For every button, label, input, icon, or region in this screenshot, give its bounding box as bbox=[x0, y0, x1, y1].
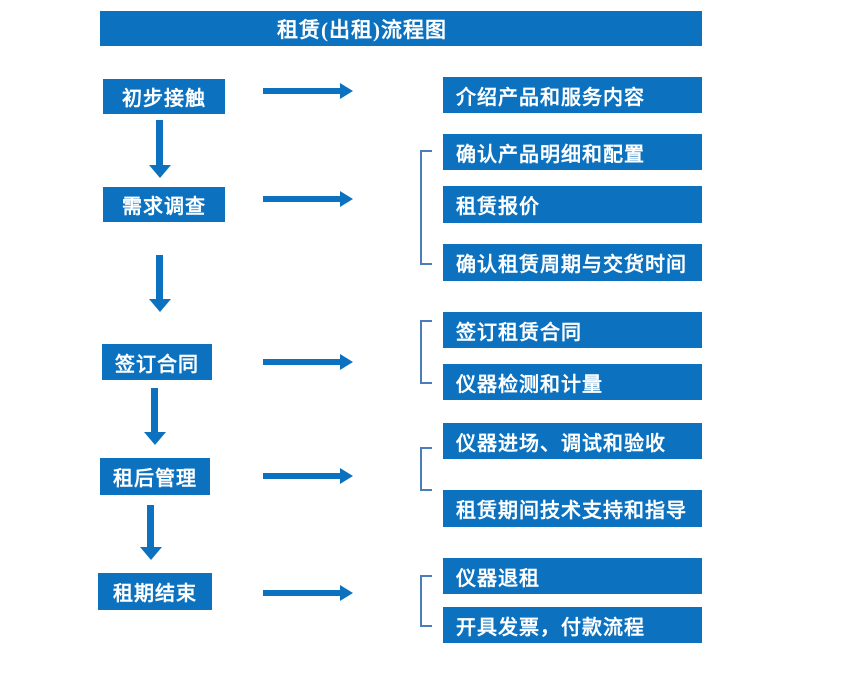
output-label: 仪器退租 bbox=[456, 567, 540, 590]
stage-box-initial-contact: 初步接触 bbox=[103, 79, 225, 114]
stage-box-sign-contract: 签订合同 bbox=[102, 344, 212, 380]
arrow-right-icon bbox=[263, 468, 353, 484]
arrow-down-icon bbox=[144, 388, 166, 445]
arrow-down-icon bbox=[149, 120, 171, 178]
output-label: 仪器进场、调试和验收 bbox=[456, 432, 666, 455]
stage-label: 签订合同 bbox=[115, 353, 199, 376]
arrow-shaft bbox=[151, 388, 158, 433]
output-box-invoice-payment: 开具发票，付款流程 bbox=[443, 607, 702, 643]
output-box-instrument-return: 仪器退租 bbox=[443, 558, 702, 594]
output-box-technical-support: 租赁期间技术支持和指导 bbox=[443, 490, 702, 527]
arrow-shaft bbox=[156, 255, 163, 300]
arrow-head bbox=[340, 191, 353, 207]
output-box-confirm-product-details: 确认产品明细和配置 bbox=[443, 134, 702, 170]
output-box-instrument-entry-acceptance: 仪器进场、调试和验收 bbox=[443, 423, 702, 459]
output-box-confirm-rental-period: 确认租赁周期与交货时间 bbox=[443, 244, 702, 281]
stage-label: 需求调查 bbox=[122, 196, 206, 218]
group-bracket bbox=[420, 575, 432, 627]
arrow-shaft bbox=[147, 505, 154, 548]
arrow-shaft bbox=[263, 196, 341, 202]
group-bracket bbox=[420, 150, 432, 265]
output-label: 确认租赁周期与交货时间 bbox=[456, 254, 687, 276]
arrow-head bbox=[340, 354, 353, 370]
flowchart-title: 租赁(出租)流程图 bbox=[277, 17, 447, 42]
stage-label: 租后管理 bbox=[113, 468, 197, 490]
arrow-shaft bbox=[263, 88, 341, 94]
stage-box-demand-survey: 需求调查 bbox=[103, 187, 225, 222]
stage-label: 租期结束 bbox=[113, 583, 197, 605]
arrow-shaft bbox=[263, 590, 341, 596]
arrow-down-icon bbox=[140, 505, 162, 560]
stage-label: 初步接触 bbox=[122, 88, 206, 110]
output-box-introduce-products: 介绍产品和服务内容 bbox=[443, 77, 702, 113]
arrow-head bbox=[340, 468, 353, 484]
arrow-right-icon bbox=[263, 354, 353, 370]
output-label: 仪器检测和计量 bbox=[456, 373, 603, 396]
flowchart-title-bar: 租赁(出租)流程图 bbox=[100, 11, 702, 46]
arrow-head bbox=[144, 432, 166, 445]
output-label: 租赁报价 bbox=[456, 196, 540, 218]
arrow-shaft bbox=[156, 120, 163, 166]
arrow-right-icon bbox=[263, 585, 353, 601]
arrow-right-icon bbox=[263, 83, 353, 99]
output-label: 开具发票，付款流程 bbox=[456, 616, 645, 639]
arrow-head bbox=[340, 585, 353, 601]
group-bracket bbox=[420, 447, 432, 491]
arrow-down-icon bbox=[149, 255, 171, 312]
output-box-sign-rental-contract: 签订租赁合同 bbox=[443, 312, 702, 348]
arrow-head bbox=[149, 299, 171, 312]
output-label: 介绍产品和服务内容 bbox=[456, 86, 645, 109]
arrow-shaft bbox=[263, 473, 341, 479]
arrow-shaft bbox=[263, 359, 341, 365]
arrow-head bbox=[340, 83, 353, 99]
output-box-rental-quotation: 租赁报价 bbox=[443, 186, 702, 223]
arrow-head bbox=[149, 165, 171, 178]
output-label: 签订租赁合同 bbox=[456, 321, 582, 344]
stage-box-post-rental-management: 租后管理 bbox=[100, 458, 210, 495]
arrow-head bbox=[140, 547, 162, 560]
output-box-instrument-testing: 仪器检测和计量 bbox=[443, 364, 702, 400]
arrow-right-icon bbox=[263, 191, 353, 207]
stage-box-rental-end: 租期结束 bbox=[98, 573, 212, 610]
group-bracket bbox=[420, 320, 432, 384]
output-label: 确认产品明细和配置 bbox=[456, 143, 645, 166]
output-label: 租赁期间技术支持和指导 bbox=[456, 500, 687, 522]
